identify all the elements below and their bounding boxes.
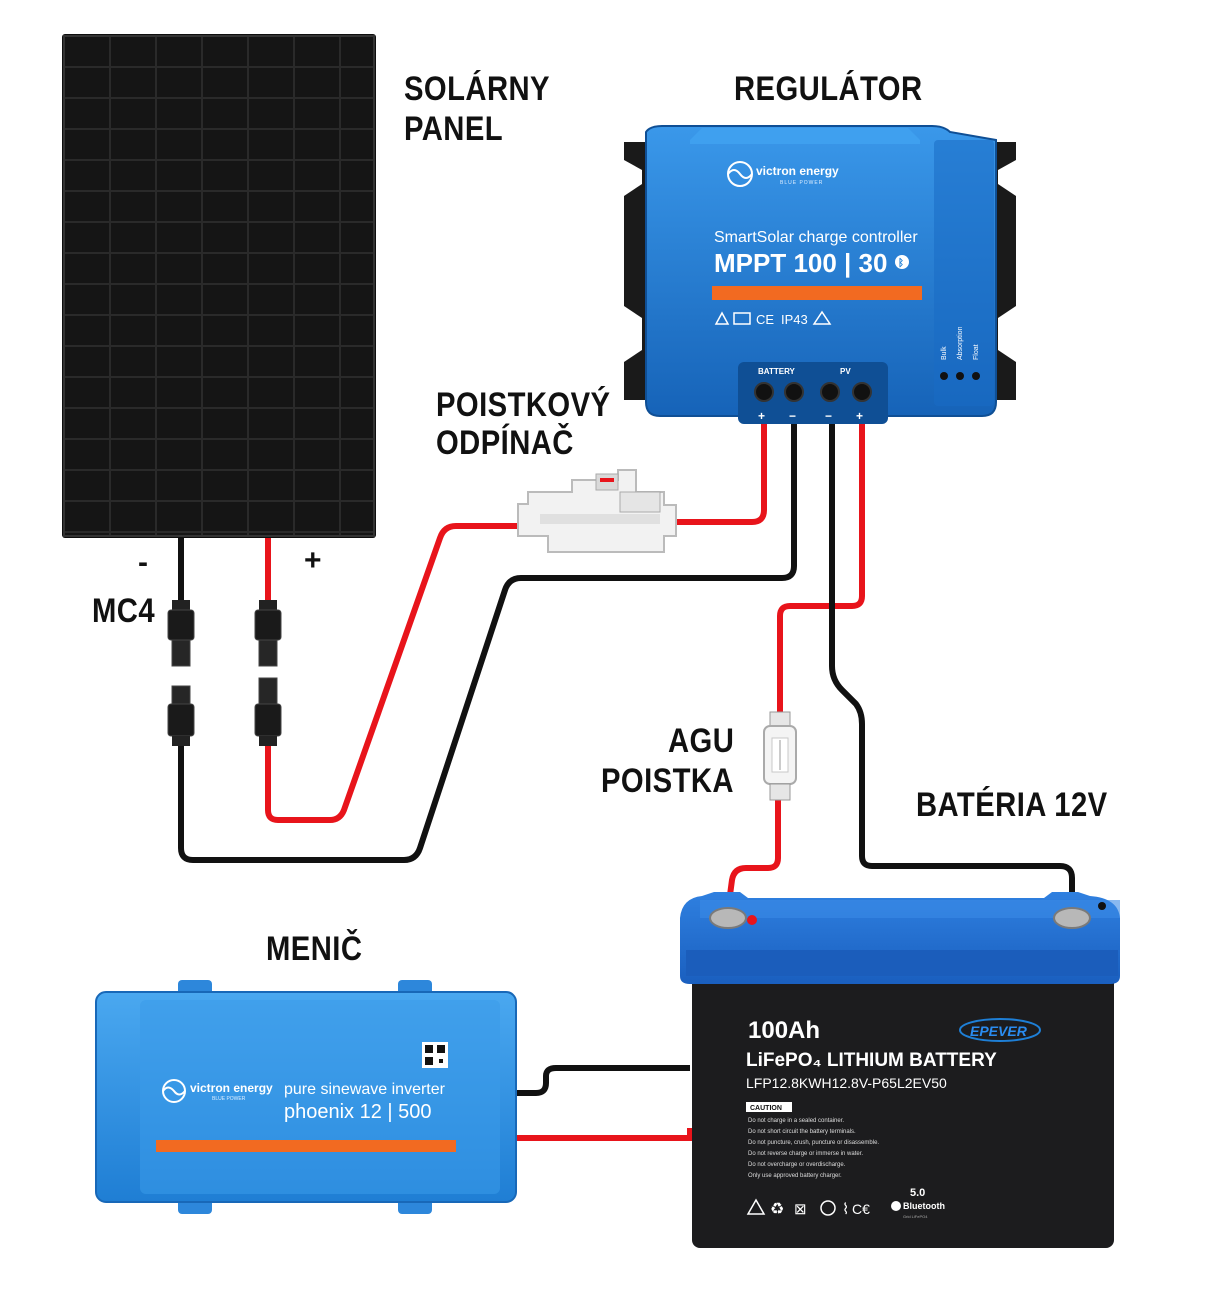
manual-icon — [733, 312, 751, 325]
term-sign-4: + — [856, 409, 863, 423]
inverter: victron energy BLUE POWER pure sinewave … — [95, 980, 517, 1214]
battery-warning-2: Do not short circuit the battery termina… — [748, 1129, 856, 1135]
label-solar-panel-line2: PANEL — [404, 110, 504, 148]
battery-terminal-plus — [709, 907, 747, 929]
port-battery: BATTERY — [758, 367, 796, 376]
solar-panel — [62, 34, 376, 538]
label-regulator: REGULÁTOR — [734, 70, 923, 108]
controller-ce: CE — [756, 312, 774, 327]
mc4-minus-female — [167, 600, 195, 667]
label-solar-panel-line1: SOLÁRNY — [404, 70, 550, 108]
epever-logo — [959, 1018, 1041, 1042]
black-wire-pv-minus — [178, 420, 797, 863]
mc4-plus-male — [254, 600, 282, 667]
black-wire-battery-minus — [829, 420, 1075, 912]
term-sign-2: − — [789, 409, 796, 423]
battery-part: LFP12.8KWH12.8V-P65L2EV50 — [746, 1075, 947, 1091]
inverter-brand-sub: BLUE POWER — [212, 1096, 246, 1102]
battery-caution: CAUTION — [750, 1105, 782, 1112]
inverter-orange-stripe — [156, 1140, 456, 1152]
led-label-absorption: Absorption — [957, 326, 964, 360]
terminal-battery-plus — [754, 382, 774, 402]
red-wire-battery-plus — [777, 420, 865, 715]
charge-controller: victron energy BLUE POWER SmartSolar cha… — [624, 125, 1016, 424]
battery-warning-6: Only use approved battery charger. — [748, 1173, 842, 1179]
thermometer-icon: ⌇ — [842, 1201, 849, 1218]
battery: 100Ah EPEVER LiFePO₄ LITHIUM BATTERY LFP… — [680, 892, 1120, 1248]
label-mc4: MC4 — [92, 592, 156, 630]
battery-warning-5: Do not overcharge or overdischarge. — [748, 1162, 846, 1168]
label-fuse-switch-line1: POISTKOVÝ — [436, 386, 611, 424]
led-label-bulk: Bulk — [941, 346, 948, 360]
battery-terminal-minus — [1053, 907, 1091, 929]
controller-brand-sub: BLUE POWER — [780, 180, 823, 186]
agu-fuse — [763, 711, 797, 801]
battery-ce: C€ — [852, 1201, 870, 1217]
inverter-model: phoenix 12 | 500 — [284, 1101, 432, 1123]
no-fire-icon — [820, 1200, 836, 1216]
battery-bt-sub: Grid LiFePO4 — [903, 1214, 928, 1219]
battery-bt-version: 5.0 — [910, 1187, 925, 1199]
red-wire-pv-plus — [265, 523, 525, 823]
battery-capacity: 100Ah — [748, 1017, 820, 1044]
fuse-switch — [517, 469, 677, 553]
terminal-pv-plus — [852, 382, 872, 402]
battery-warning-1: Do not charge in a sealed container. — [748, 1118, 844, 1124]
controller-orange-stripe — [712, 286, 922, 300]
mc4-plus-female — [254, 677, 282, 746]
mc4-minus-male — [167, 685, 195, 746]
inverter-line1: pure sinewave inverter — [284, 1081, 446, 1098]
label-agu-line1: AGU — [668, 722, 735, 760]
black-wire-inverter — [516, 1065, 690, 1096]
controller-brand: victron energy — [756, 164, 839, 178]
battery-bt: Bluetooth — [903, 1201, 945, 1211]
red-wire-inverter — [516, 1128, 694, 1141]
label-agu-line2: POISTKA — [601, 762, 734, 800]
led-bulk — [940, 372, 948, 380]
led-float — [972, 372, 980, 380]
controller-line1: SmartSolar charge controller — [714, 229, 918, 246]
battery-type: LiFePO₄ LITHIUM BATTERY — [746, 1050, 997, 1071]
battery-brand: EPEVER — [970, 1023, 1028, 1039]
led-label-float: Float — [973, 344, 980, 360]
terminal-battery-minus — [784, 382, 804, 402]
label-plus: + — [304, 544, 322, 577]
warning-icon — [746, 1198, 766, 1215]
led-absorption — [956, 372, 964, 380]
recycle-icon: ♻ — [770, 1201, 784, 1218]
label-inverter: MENIČ — [266, 930, 363, 968]
red-wire-fuse-to-controller — [676, 420, 767, 525]
battery-warning-3: Do not puncture, crush, puncture or disa… — [748, 1140, 879, 1146]
port-pv: PV — [840, 367, 851, 376]
red-wire-fuse-to-battery — [725, 798, 781, 911]
terminal-pv-minus — [820, 382, 840, 402]
mc4-connectors — [167, 600, 282, 746]
label-minus: - — [138, 546, 148, 579]
term-sign-1: + — [758, 409, 765, 423]
bluetooth-icon: ᛒ — [898, 257, 904, 269]
inverter-brand: victron energy — [190, 1081, 273, 1095]
wires — [178, 420, 1075, 1141]
label-battery: BATÉRIA 12V — [916, 786, 1108, 824]
label-fuse-switch-line2: ODPÍNAČ — [436, 424, 574, 462]
term-sign-3: − — [825, 409, 832, 423]
warning-icon — [714, 311, 730, 325]
rcm-icon — [812, 310, 832, 325]
controller-model: MPPT 100 | 30 — [714, 248, 887, 278]
battery-warning-4: Do not reverse charge or immerse in wate… — [748, 1151, 863, 1157]
controller-ip: IP43 — [781, 312, 808, 327]
no-bin-icon: ⊠ — [794, 1201, 807, 1218]
